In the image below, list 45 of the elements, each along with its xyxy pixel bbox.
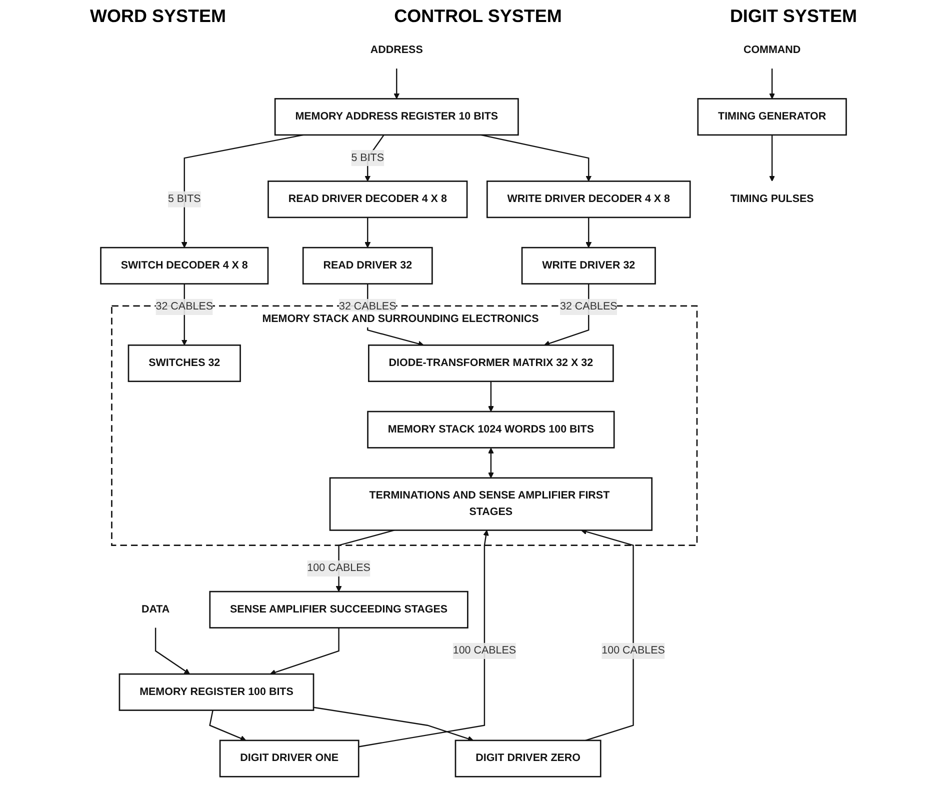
arrow bbox=[313, 706, 474, 742]
system-heading: CONTROL SYSTEM bbox=[394, 6, 562, 27]
node-box: TERMINATIONS AND SENSE AMPLIFIER FIRST STAGES bbox=[329, 477, 653, 531]
node-box: DIODE-TRANSFORMER MATRIX 32 X 32 bbox=[368, 344, 614, 382]
arrow bbox=[488, 448, 494, 478]
node-text: DATA bbox=[141, 604, 170, 616]
arrow bbox=[270, 628, 340, 676]
node-box: TIMING GENERATOR bbox=[697, 98, 847, 136]
arrow bbox=[364, 217, 371, 248]
edge-label: 100 CABLES bbox=[452, 644, 516, 656]
arrow bbox=[769, 134, 776, 182]
edge-label: 100 CABLES bbox=[602, 644, 665, 656]
arrow bbox=[181, 134, 304, 248]
node-box: WRITE DRIVER DECODER 4 X 8 bbox=[486, 180, 691, 218]
node-box: SWITCH DECODER 4 X 8 bbox=[100, 246, 269, 284]
arrow bbox=[586, 217, 592, 248]
node-box: DIGIT DRIVER ONE bbox=[219, 740, 360, 778]
node-box: SWITCHES 32 bbox=[128, 344, 241, 382]
edge-label: 5 BITS bbox=[351, 152, 384, 164]
edge-label: 100 CABLES bbox=[307, 562, 370, 574]
arrow bbox=[209, 710, 246, 742]
node-text: ADDRESS bbox=[370, 44, 423, 56]
edge-label: 32 CABLES bbox=[560, 300, 618, 312]
arrow bbox=[488, 381, 494, 412]
arrow bbox=[394, 68, 400, 100]
arrow bbox=[580, 528, 634, 741]
arrow bbox=[154, 628, 190, 674]
node-box: MEMORY REGISTER 100 BITS bbox=[118, 673, 314, 711]
arrow bbox=[480, 134, 592, 182]
node-box: READ DRIVER DECODER 4 X 8 bbox=[268, 180, 468, 218]
node-box: SENSE AMPLIFIER SUCCEEDING STAGES bbox=[209, 590, 468, 628]
edge-label: 5 BITS bbox=[168, 193, 201, 205]
arrow bbox=[358, 530, 489, 748]
node-box: MEMORY ADDRESS REGISTER 10 BITS bbox=[274, 98, 519, 136]
node-box: MEMORY STACK 1024 WORDS 100 BITS bbox=[367, 410, 615, 448]
node-box: DIGIT DRIVER ZERO bbox=[454, 740, 602, 778]
system-heading: DIGIT SYSTEM bbox=[730, 6, 857, 27]
node-text: COMMAND bbox=[743, 44, 801, 56]
node-box: READ DRIVER 32 bbox=[302, 246, 433, 284]
node-text: TIMING PULSES bbox=[730, 193, 814, 205]
edge-label: 32 CABLES bbox=[156, 300, 214, 312]
edge-label: 32 CABLES bbox=[338, 300, 396, 312]
system-heading: WORD SYSTEM bbox=[90, 6, 226, 27]
node-box: WRITE DRIVER 32 bbox=[521, 246, 656, 284]
arrow bbox=[769, 68, 776, 100]
